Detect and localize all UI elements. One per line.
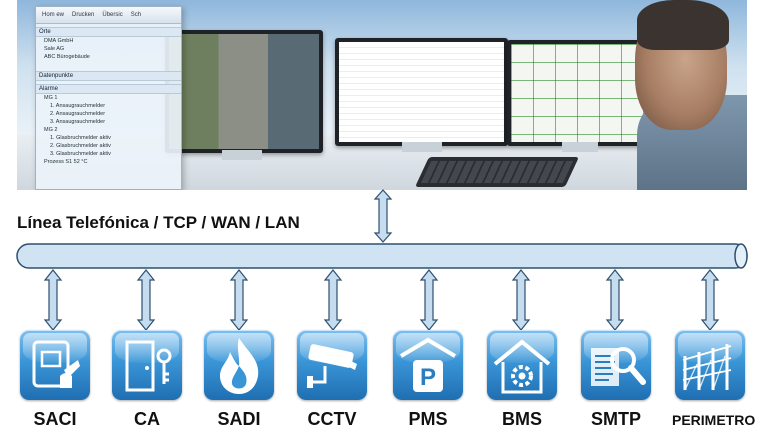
system-perimetro: PERIMETRO — [672, 330, 756, 428]
fire-alarm-manual-station-icon — [20, 330, 90, 400]
document-magnifier-icon — [581, 330, 651, 400]
system-label: SADI — [217, 409, 261, 429]
software-toolbar: Hom ew Drucken Übersic Sch — [36, 7, 181, 24]
toolbar-item: Drucken — [72, 12, 95, 18]
software-overlay-window: Hom ew Drucken Übersic Sch Orte DMA GmbH… — [35, 6, 182, 190]
connector-arrow — [136, 269, 156, 331]
connector-arrow — [419, 269, 439, 331]
tree-item: DMA GmbH — [44, 38, 74, 44]
toolbar-item: Sch — [130, 12, 142, 18]
system-label: PERIMETRO — [672, 412, 756, 428]
monitor-stand — [222, 150, 262, 160]
system-label: CA — [134, 409, 160, 429]
system-label: SMTP — [590, 409, 641, 429]
security-camera-icon — [297, 330, 367, 400]
monitor-floorplan — [507, 40, 655, 146]
connector-arrow — [605, 269, 625, 331]
connector-arrow — [43, 269, 63, 331]
perimeter-fence-icon — [675, 330, 745, 400]
system-bms: BMS — [484, 330, 560, 430]
connector-arrow — [229, 269, 249, 331]
floorplan-screen — [511, 44, 651, 142]
system-sadi: SADI — [201, 330, 277, 430]
monitor-software — [335, 38, 508, 146]
system-smtp: SMTP — [578, 330, 654, 430]
system-label: SACI — [33, 409, 77, 429]
control-room-photo: Hom ew Drucken Übersic Sch Orte DMA GmbH… — [17, 0, 747, 190]
flame-icon — [204, 330, 274, 400]
monitor-cctv — [165, 30, 323, 153]
system-ca: CA — [109, 330, 185, 430]
system-pms: P PMS — [390, 330, 466, 430]
tree-item: 1. Glasbruchmelder aktiv — [50, 135, 111, 141]
section-title: Datenpunkte — [36, 71, 181, 81]
connector-arrow — [511, 269, 531, 331]
software-screen — [339, 42, 504, 142]
toolbar-item: Hom ew — [42, 12, 65, 18]
building-gear-icon — [487, 330, 557, 400]
toolbar-item: Übersic — [102, 12, 123, 18]
uplink-arrow — [373, 189, 393, 243]
tree-item: 2. Glasbruchmelder aktiv — [50, 143, 111, 149]
tree-item: MG 2 — [44, 127, 58, 133]
system-cctv: CCTV — [294, 330, 370, 430]
monitor-stand — [562, 142, 598, 152]
network-bus — [16, 243, 748, 269]
svg-text:P: P — [420, 364, 436, 391]
tree-item: Prozess S1 52 °C — [44, 159, 88, 165]
system-label: CCTV — [307, 409, 357, 429]
tree-item: 2. Ansaugrauchmelder — [50, 111, 106, 117]
system-saci: SACI — [17, 330, 93, 430]
tree-item: Sale AG — [44, 46, 65, 52]
tree-item: 1. Ansaugrauchmelder — [50, 103, 106, 109]
access-control-door-key-icon — [112, 330, 182, 400]
system-label: BMS — [502, 409, 542, 429]
tree-item: 3. Ansaugrauchmelder — [50, 119, 106, 125]
monitor-stand — [402, 142, 442, 152]
tree-item: MG 1 — [44, 95, 58, 101]
parking-icon: P — [393, 330, 463, 400]
system-label: PMS — [408, 409, 448, 429]
network-title: Línea Telefónica / TCP / WAN / LAN — [17, 213, 300, 232]
connector-arrow — [700, 269, 720, 331]
section-title: Alarme — [36, 84, 181, 94]
tree-item: ABC Bürogebäude — [44, 54, 90, 60]
camera-feed-screen — [169, 34, 319, 149]
operator-hair — [637, 0, 729, 50]
connector-arrow — [323, 269, 343, 331]
tree-item: 3. Glasbruchmelder aktiv — [50, 151, 111, 157]
section-title: Orte — [36, 27, 181, 37]
